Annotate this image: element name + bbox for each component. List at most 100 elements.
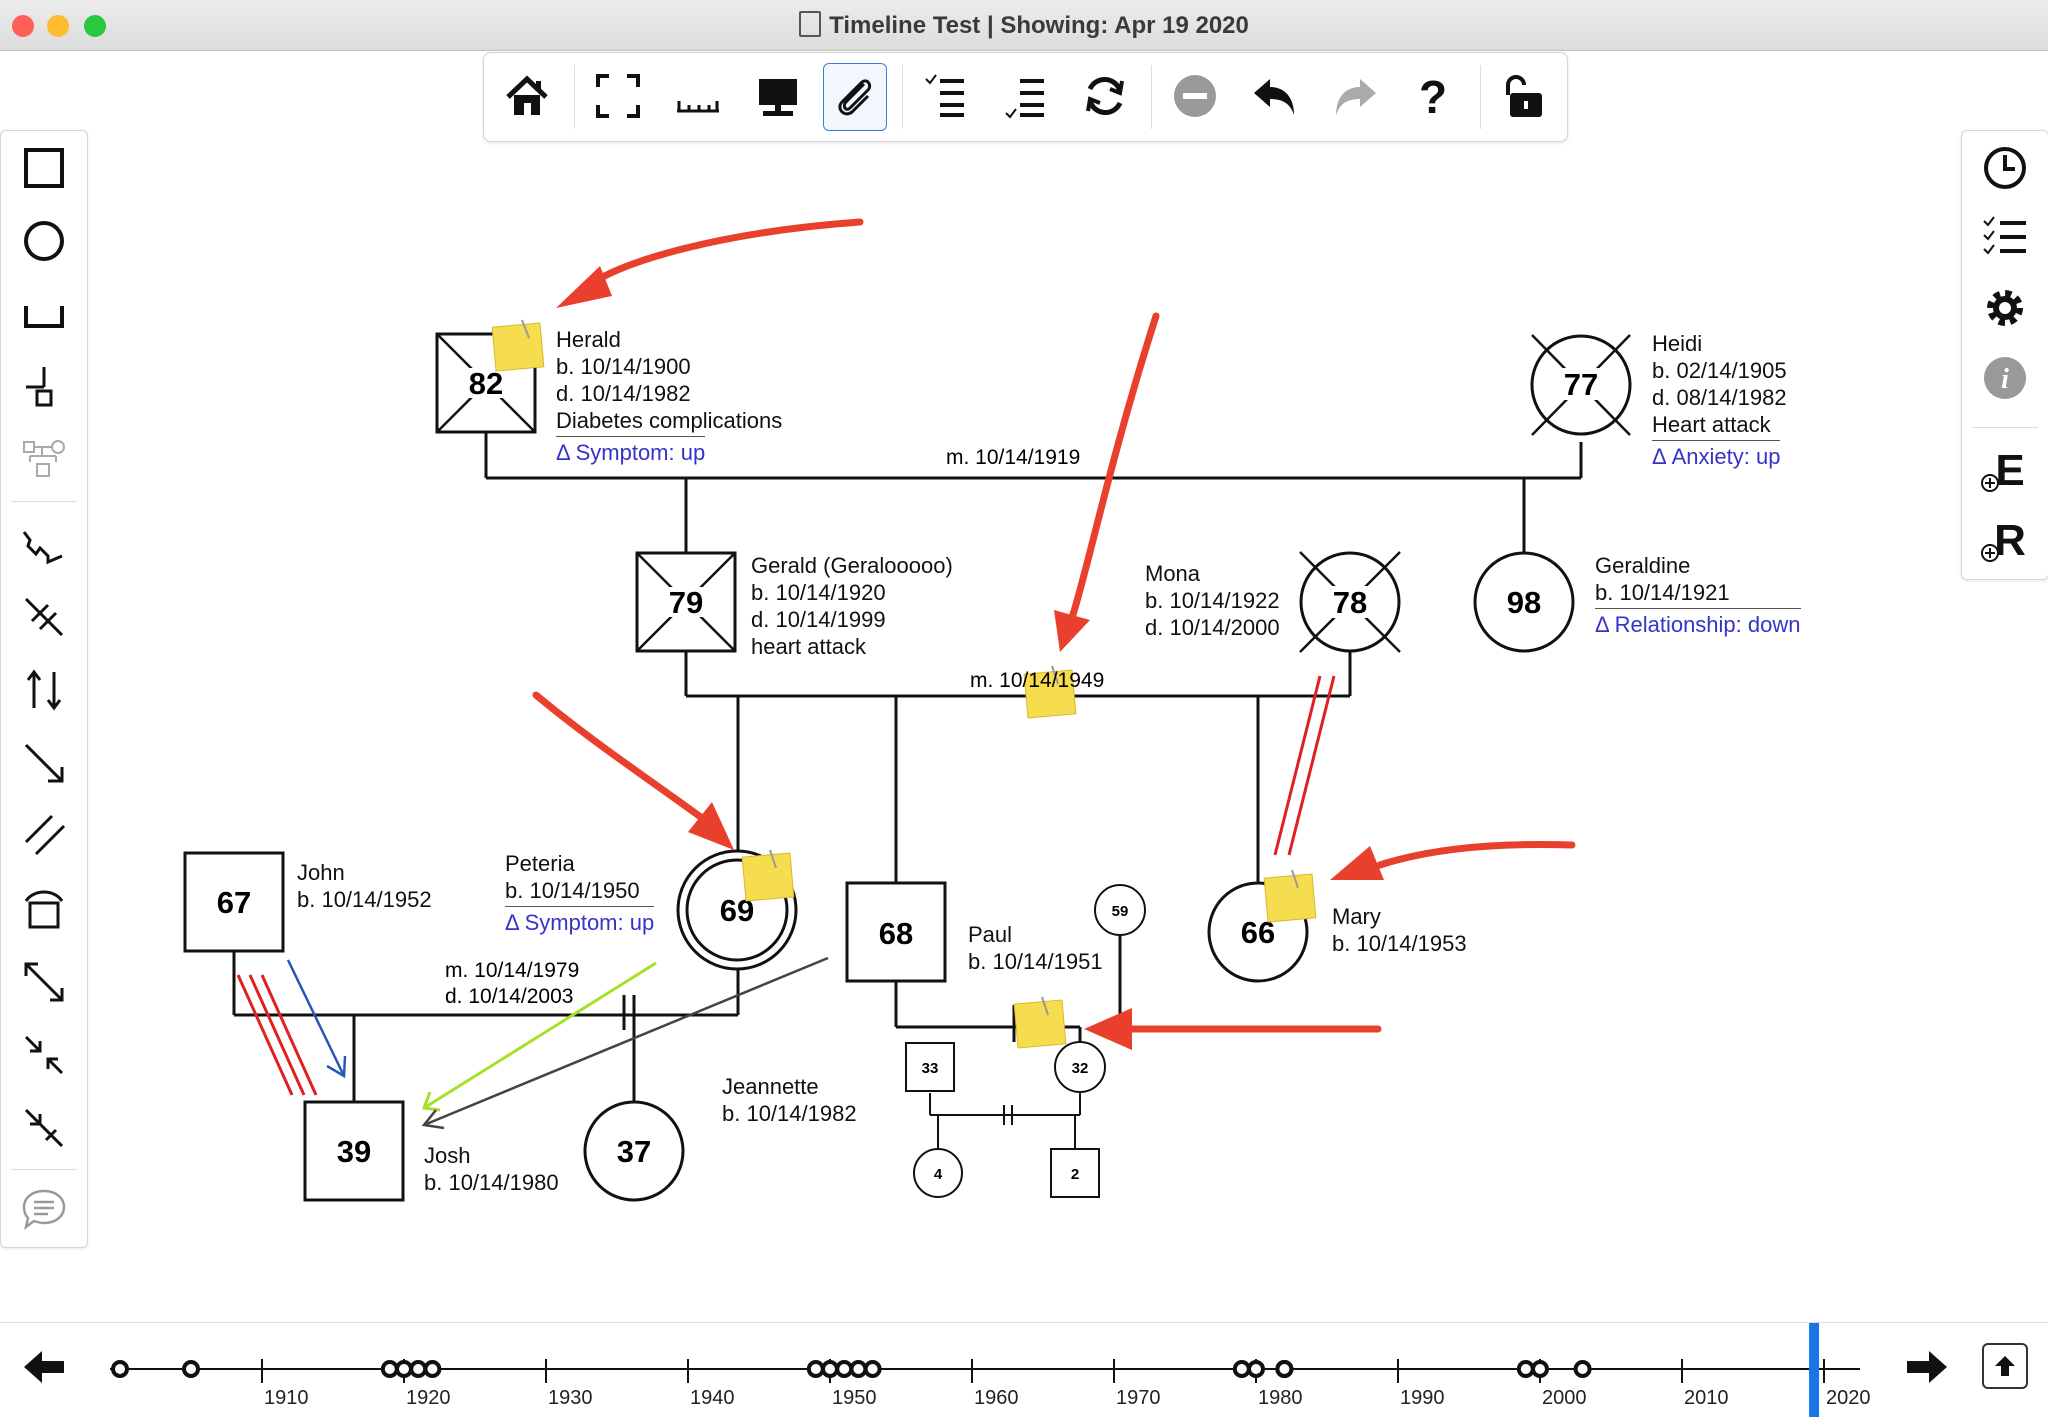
reciprocity-tool-button[interactable] [1,655,87,725]
timeline-event-marker[interactable] [821,1360,839,1378]
person-32[interactable]: 32 [1054,1041,1106,1093]
attachment-button[interactable] [823,63,887,131]
timeline-event-marker[interactable] [380,1360,399,1378]
timeline-year-label: 2000 [1542,1387,1587,1409]
toward-arrow-john-josh[interactable] [286,959,347,1079]
timeline-event-marker[interactable] [111,1360,129,1378]
close-window-button[interactable] [12,15,34,37]
sticky-note-herald[interactable] [491,319,545,372]
timeline-event-marker[interactable] [835,1360,854,1378]
cutoff-tool-button[interactable] [1,582,87,652]
away-tool-button[interactable] [1,1093,87,1163]
family-tool-button[interactable] [1,425,87,495]
lock-button[interactable] [1492,63,1554,129]
timeline-export-button[interactable] [1982,1343,2028,1389]
add-relationship-button[interactable]: R [1962,503,2048,573]
fit-screen-button[interactable] [587,63,649,129]
timeline-event-marker[interactable] [1573,1360,1592,1378]
converge-arrows-icon [24,1035,64,1075]
timeline-event-marker[interactable] [1247,1360,1265,1378]
sticky-note-paul-marriage[interactable] [1013,996,1067,1049]
person-josh[interactable]: 39 [303,1100,405,1202]
settings-button[interactable] [1962,273,2048,343]
timeline-year-label: 1950 [832,1387,877,1409]
person-33[interactable]: 33 [905,1042,955,1092]
person-mona[interactable]: 78 [1299,551,1401,653]
person-geraldine[interactable]: 98 [1473,551,1575,653]
help-button[interactable]: ? [1402,63,1464,129]
mona-age: 78 [1333,585,1367,620]
checklist-alt-button[interactable] [994,63,1056,129]
timeline-event-marker[interactable] [409,1360,428,1378]
info-button[interactable]: i [1962,343,2048,413]
undo-button[interactable] [1244,63,1306,129]
child-tool-button[interactable] [1,352,87,422]
home-button[interactable] [496,63,558,129]
clock-icon [1984,147,2026,189]
family-icon [23,440,65,477]
toward-tool-button[interactable] [1,1020,87,1090]
refresh-button[interactable] [1074,63,1136,129]
male-tool-button[interactable] [1,133,87,203]
timeline-event-marker[interactable] [423,1360,442,1378]
fit-screen-icon [596,74,640,118]
timeline-track[interactable] [0,1323,2048,1417]
person-59[interactable]: 59 [1094,884,1146,936]
timeline-button[interactable] [1962,133,2048,203]
label-mary: Mary b. 10/14/1953 [1332,903,1467,957]
timeline-event-marker[interactable] [182,1360,200,1378]
person-paul[interactable]: 68 [845,881,947,983]
timeline-event-marker[interactable] [395,1360,413,1378]
conflict-lines-mona-mary[interactable] [1273,675,1336,856]
female-tool-button[interactable] [1,206,87,276]
timeline-event-marker[interactable] [1275,1360,1294,1378]
sticky-note-marriage[interactable] [1023,665,1077,719]
checklist-panel-button[interactable] [1962,203,2048,273]
timeline-event-marker[interactable] [1232,1360,1251,1378]
inside-tool-button[interactable] [1,874,87,944]
timeline-year-label: 1980 [1258,1387,1303,1409]
sticky-note-mary[interactable] [1263,869,1317,923]
right-tool-panel: i E R [1961,130,2048,580]
add-event-button[interactable]: E [1962,433,2048,503]
up-down-arrows-icon [26,669,62,711]
toward-arrow-peteria-josh[interactable] [421,961,657,1112]
checklist-button[interactable] [914,63,976,129]
person-2[interactable]: 2 [1050,1148,1100,1198]
conflict-tool-button[interactable] [1,509,87,579]
redo-button[interactable] [1324,63,1386,129]
title-bar: Timeline Test | Showing: Apr 19 2020 [0,0,2048,51]
person-4[interactable]: 4 [913,1148,963,1198]
person-peteria[interactable]: 69 [676,849,798,971]
speech-bubble-icon [22,1189,66,1231]
mona-died: d. 10/14/2000 [1145,615,1280,640]
person-jeannette[interactable]: 37 [583,1100,685,1202]
callout-tool-button[interactable] [1,1174,87,1244]
timeline-event-marker[interactable] [849,1360,868,1378]
projection-tool-button[interactable] [1,728,87,798]
timeline-current-date-cursor[interactable] [1809,1323,1820,1417]
timeline-event-marker[interactable] [1516,1360,1535,1378]
timeline-event-marker[interactable] [1531,1360,1549,1378]
conflict-lines-john-josh[interactable] [236,974,318,1096]
marriage-tool-button[interactable] [1,279,87,349]
person-heidi[interactable]: 77 [1530,334,1632,436]
person-gerald[interactable]: 79 [635,551,737,653]
sticky-note-peteria[interactable] [741,849,795,902]
geraldine-born: b. 10/14/1921 [1595,580,1730,605]
remove-button[interactable] [1164,63,1226,129]
fusion-tool-button[interactable] [1,801,87,871]
timeline-event-marker[interactable] [863,1360,882,1378]
timeline-prev-button[interactable] [22,1347,66,1392]
person-john[interactable]: 67 [183,851,285,953]
timeline-event-marker[interactable] [806,1360,825,1378]
toward-away-tool-button[interactable] [1,947,87,1017]
timeline-next-button[interactable] [1905,1347,1949,1392]
ruler-button[interactable] [667,63,729,129]
toward-arrow-paul-josh[interactable] [421,956,829,1130]
presentation-button[interactable] [747,63,809,129]
timeline-year-label: 1970 [1116,1387,1161,1409]
maximize-window-button[interactable] [84,15,106,37]
minimize-window-button[interactable] [47,15,69,37]
